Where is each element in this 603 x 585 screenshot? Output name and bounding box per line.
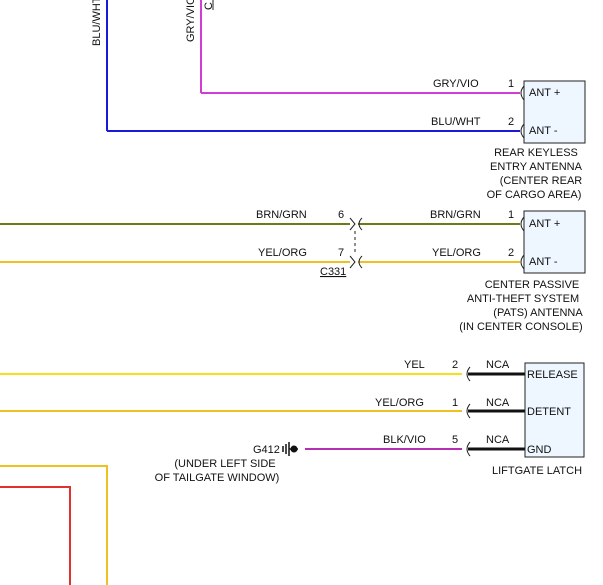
c331-pin7-male bbox=[349, 255, 356, 269]
blu-wht-vertical-label: BLU/WHT bbox=[91, 0, 103, 46]
c331-connector-label: C331 bbox=[320, 266, 346, 278]
pats-left-wire1-label: BRN/GRN bbox=[256, 209, 307, 221]
liftgate-pin2-terminal bbox=[466, 366, 471, 382]
pats-right-wire2-label: YEL/ORG bbox=[432, 247, 481, 259]
liftgate-wire2-nca: NCA bbox=[486, 397, 510, 409]
liftgate-wire3-pin: 5 bbox=[452, 434, 458, 446]
wire-bottom-red bbox=[0, 486, 71, 585]
pats-left-pin1: 6 bbox=[338, 209, 344, 221]
rear-keyless-name-line2: ENTRY ANTENNA bbox=[490, 161, 583, 173]
pats-name-line3: (PATS) ANTENNA bbox=[493, 307, 583, 319]
pats-name-line1: CENTER PASSIVE bbox=[485, 279, 580, 291]
liftgate-wire3-nca: NCA bbox=[486, 434, 510, 446]
c331-pin7-female bbox=[358, 255, 363, 269]
rear-keyless-pin1-label: ANT + bbox=[529, 87, 560, 99]
ground-g412-note-line1: (UNDER LEFT SIDE bbox=[174, 458, 275, 470]
liftgate-pin3-label: GND bbox=[527, 444, 552, 456]
liftgate-latch-name: LIFTGATE LATCH bbox=[492, 465, 582, 477]
pats-pin2-terminal bbox=[520, 254, 525, 270]
rear-keyless-wire1-label: GRY/VIO bbox=[433, 78, 479, 90]
liftgate-wire2-label: YEL/ORG bbox=[375, 397, 424, 409]
rear-keyless-wire2-pin: 2 bbox=[508, 116, 514, 128]
liftgate-latch-box bbox=[524, 362, 585, 458]
liftgate-wire2-pin: 1 bbox=[452, 397, 458, 409]
rear-keyless-name-line1: REAR KEYLESS bbox=[494, 147, 578, 159]
rear-keyless-pin2-label: ANT - bbox=[529, 125, 558, 137]
pats-pin1-terminal bbox=[520, 216, 525, 232]
rear-keyless-antenna-box bbox=[523, 80, 586, 144]
pats-left-pin2: 7 bbox=[338, 247, 344, 259]
pats-right-pin2: 2 bbox=[508, 247, 514, 259]
pats-name-line4: (IN CENTER CONSOLE) bbox=[459, 321, 582, 333]
liftgate-pin1-terminal bbox=[466, 403, 471, 419]
ground-g412-label: G412 bbox=[253, 444, 280, 456]
liftgate-wire1-label: YEL bbox=[404, 359, 425, 371]
pats-left-wire2-label: YEL/ORG bbox=[258, 247, 307, 259]
liftgate-pin5-terminal bbox=[466, 441, 471, 457]
ground-g412-note-line2: OF TAILGATE WINDOW) bbox=[155, 472, 280, 484]
pats-antenna-box bbox=[523, 210, 586, 274]
rear-keyless-wire1-pin: 1 bbox=[508, 78, 514, 90]
gry-vio-vertical-label: GRY/VIO bbox=[185, 0, 197, 42]
liftgate-pin1-label: RELEASE bbox=[527, 369, 578, 381]
liftgate-wire3-label: BLK/VIO bbox=[383, 434, 426, 446]
c331-pin6-female bbox=[358, 217, 363, 231]
rear-keyless-name-line4: OF CARGO AREA) bbox=[487, 189, 582, 201]
liftgate-wire1-pin: 2 bbox=[452, 359, 458, 371]
wire-bottom-yellow bbox=[0, 465, 108, 585]
pats-right-pin1: 1 bbox=[508, 209, 514, 221]
pats-right-wire1-label: BRN/GRN bbox=[430, 209, 481, 221]
c331-pin6-male bbox=[349, 217, 356, 231]
rear-keyless-name-line3: (CENTER REAR bbox=[500, 175, 583, 187]
pats-name-line2: ANTI-THEFT SYSTEM bbox=[467, 293, 579, 305]
rear-keyless-pin2-terminal bbox=[520, 123, 525, 139]
top-clipped-label: C bbox=[203, 2, 215, 10]
pats-pin2-label: ANT - bbox=[529, 256, 558, 268]
rear-keyless-wire2-label: BLU/WHT bbox=[431, 116, 481, 128]
liftgate-wire1-nca: NCA bbox=[486, 359, 510, 371]
liftgate-pin2-label: DETENT bbox=[527, 406, 571, 418]
rear-keyless-pin1-terminal bbox=[520, 85, 525, 101]
pats-pin1-label: ANT + bbox=[529, 218, 560, 230]
